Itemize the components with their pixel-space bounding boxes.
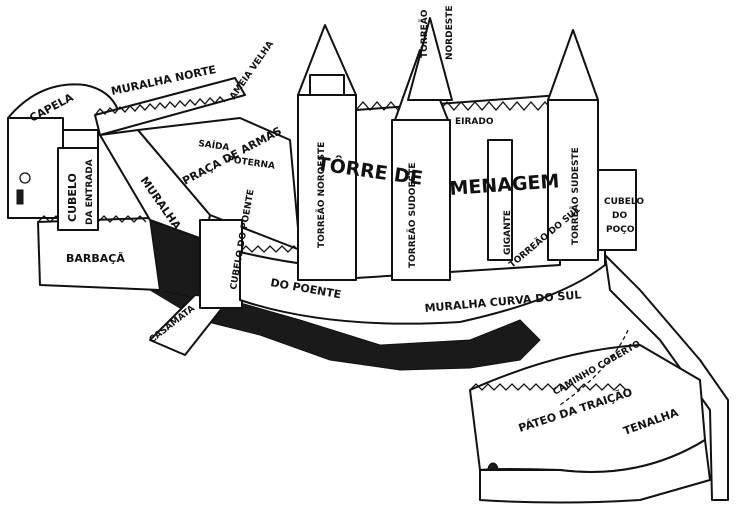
label-ameia-velha: AMEIA VELHA: [228, 40, 276, 102]
north-wall: [94, 77, 246, 136]
tenalha-enclosure: [469, 329, 711, 504]
label-torreao-nordeste-2: NORDESTE: [445, 5, 455, 60]
label-torreao-nordeste-1: TORREÃO: [419, 9, 430, 58]
label-torreao-noroeste: TORREÃO NOROESTE: [316, 142, 327, 248]
label-cubelo-do-poco-2: DO: [612, 211, 627, 221]
label-cubelo-do-poco-1: CUBELO: [604, 197, 644, 207]
label-torreao-sudoeste: TORREÃO SUDOESTE: [407, 163, 418, 268]
entrance-turret: [57, 147, 99, 231]
west-wall: [99, 117, 301, 251]
rock-base: [149, 289, 541, 371]
label-cubelo-da-entrada-1: CUBELO: [66, 173, 79, 222]
label-eirado: EIRADO: [455, 117, 494, 127]
northeast-tower-spire: [407, 17, 453, 101]
label-gigante: GIGANTE: [503, 210, 513, 255]
label-torreao-sudeste: TORREÃO SUDESTE: [570, 147, 581, 245]
west-turret: [199, 219, 243, 309]
southeast-tower: [547, 29, 599, 261]
label-cubelo-da-entrada-2: DA ENTRADA: [85, 159, 95, 225]
southwest-tower: [391, 49, 451, 281]
gigante-buttress: [487, 139, 513, 261]
label-barbaca: BARBAÇÃ: [66, 252, 125, 265]
well-turret: [597, 169, 637, 251]
descending-wall: [604, 254, 729, 501]
label-cubelo-do-poco-3: POÇO: [606, 225, 635, 235]
northwest-tower-spire: [297, 24, 357, 96]
